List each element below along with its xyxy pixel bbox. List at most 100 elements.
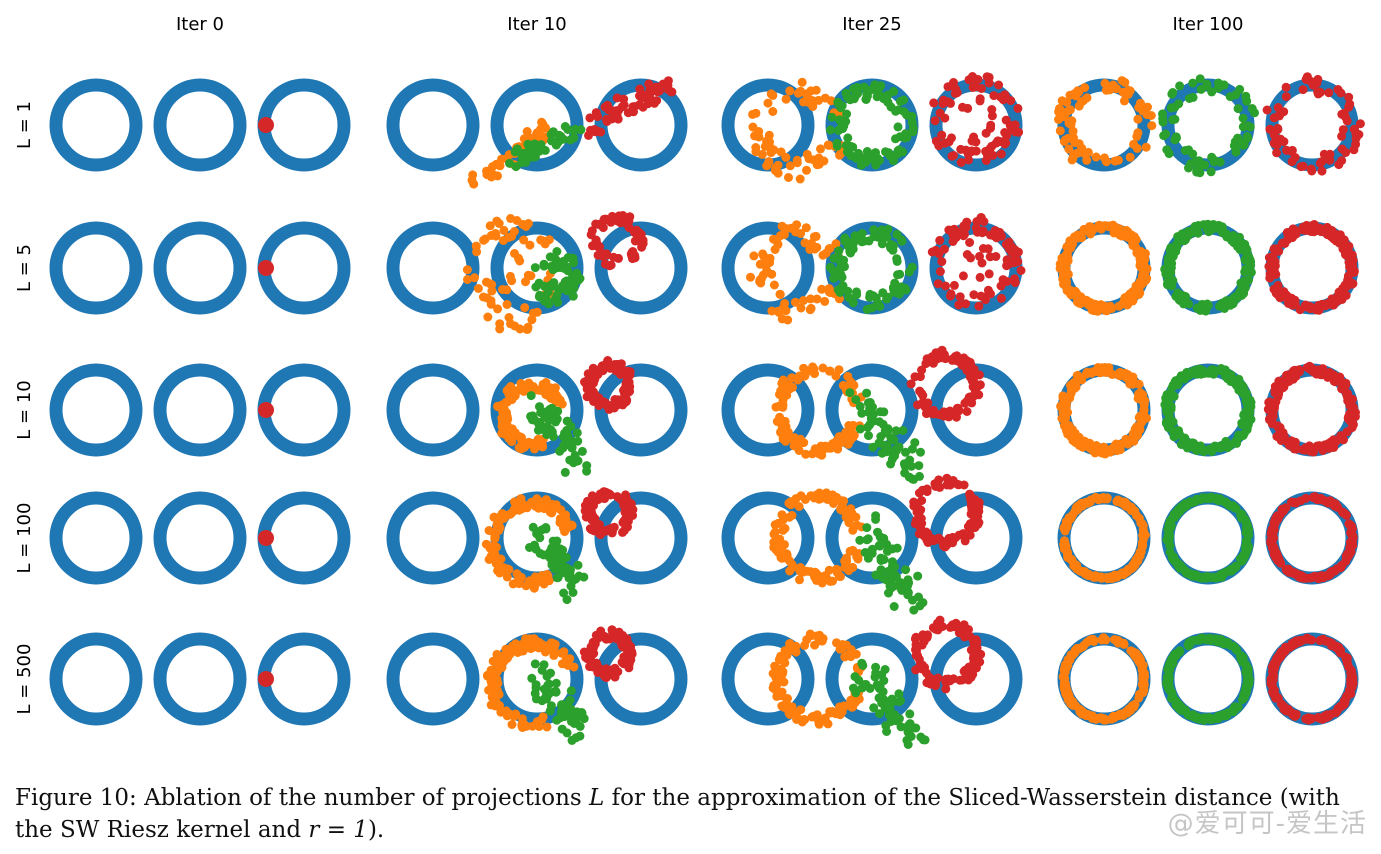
particle	[472, 247, 482, 257]
particle	[1068, 650, 1078, 660]
particle	[868, 442, 878, 452]
particle	[1337, 239, 1347, 249]
target-ring	[825, 491, 919, 585]
particle	[882, 441, 892, 450]
particle	[820, 296, 830, 306]
particle	[494, 689, 504, 699]
particle	[1002, 255, 1012, 265]
particle	[772, 417, 782, 426]
particle	[561, 552, 571, 562]
particle	[844, 421, 854, 430]
particle	[967, 136, 977, 146]
particle	[532, 307, 542, 317]
particle	[614, 253, 623, 263]
particle	[1298, 161, 1308, 171]
particle	[766, 148, 776, 158]
particle	[863, 86, 872, 96]
particle	[876, 565, 886, 575]
particle	[996, 293, 1006, 303]
particle	[1348, 679, 1358, 689]
particle	[974, 301, 984, 311]
particle	[566, 716, 576, 726]
particle	[777, 687, 787, 697]
particle	[546, 668, 555, 678]
particle	[875, 302, 885, 311]
particle	[1314, 305, 1324, 315]
particle	[1270, 257, 1280, 267]
particle	[1118, 87, 1128, 97]
particle	[900, 283, 910, 293]
particle	[1312, 369, 1321, 379]
particle	[1233, 104, 1243, 114]
particle	[1083, 147, 1093, 157]
particle	[942, 480, 952, 490]
particle	[503, 397, 512, 407]
particle	[903, 740, 913, 749]
particle	[1269, 659, 1279, 669]
particle	[549, 278, 559, 288]
particle	[541, 495, 551, 505]
particle	[566, 421, 576, 431]
particle	[1345, 253, 1355, 263]
particle	[517, 150, 527, 160]
particle	[568, 588, 578, 597]
target-ring	[386, 491, 480, 585]
particle	[547, 410, 556, 420]
particle	[959, 626, 969, 636]
particle	[502, 408, 511, 418]
particle	[521, 581, 531, 591]
particle	[594, 401, 604, 411]
particle	[996, 92, 1006, 102]
particle	[601, 664, 611, 674]
particle	[887, 694, 897, 704]
particle	[917, 389, 927, 399]
particle	[1060, 135, 1070, 145]
particle	[885, 151, 895, 161]
particle	[1139, 405, 1149, 414]
particle	[782, 549, 792, 559]
particle	[1126, 436, 1136, 446]
particle	[493, 402, 503, 412]
particle	[994, 80, 1004, 90]
particle	[1147, 121, 1157, 131]
particle	[1268, 418, 1277, 428]
particle-cluster	[258, 117, 274, 133]
particle	[531, 694, 541, 704]
particle	[604, 105, 614, 115]
particle	[625, 212, 635, 222]
particle	[946, 289, 956, 299]
particle	[1171, 696, 1180, 706]
particle	[502, 386, 512, 396]
particle	[1188, 570, 1198, 580]
particle	[890, 451, 900, 461]
particle	[969, 290, 979, 300]
particle	[1348, 538, 1357, 548]
particle	[866, 547, 876, 556]
particle	[1239, 289, 1249, 298]
particle	[602, 401, 612, 411]
particle	[941, 281, 950, 291]
particle	[773, 547, 783, 557]
particle	[904, 578, 914, 588]
particle	[765, 253, 775, 263]
particle	[907, 262, 917, 272]
particle	[1206, 636, 1216, 645]
particle	[832, 564, 841, 574]
particle	[1188, 78, 1198, 88]
particle	[812, 576, 821, 585]
particle	[935, 267, 945, 276]
particle	[497, 662, 507, 672]
particle	[1184, 145, 1194, 155]
particle	[1222, 298, 1231, 308]
target-ring	[153, 221, 247, 315]
particle	[862, 147, 872, 156]
particle	[1128, 562, 1138, 572]
particle	[1140, 249, 1150, 258]
particle	[1332, 707, 1342, 717]
particle	[527, 315, 537, 325]
particle	[764, 140, 774, 150]
particle	[1344, 519, 1354, 529]
particle-cluster	[258, 530, 274, 546]
particle	[781, 152, 791, 162]
particle	[1317, 166, 1327, 176]
